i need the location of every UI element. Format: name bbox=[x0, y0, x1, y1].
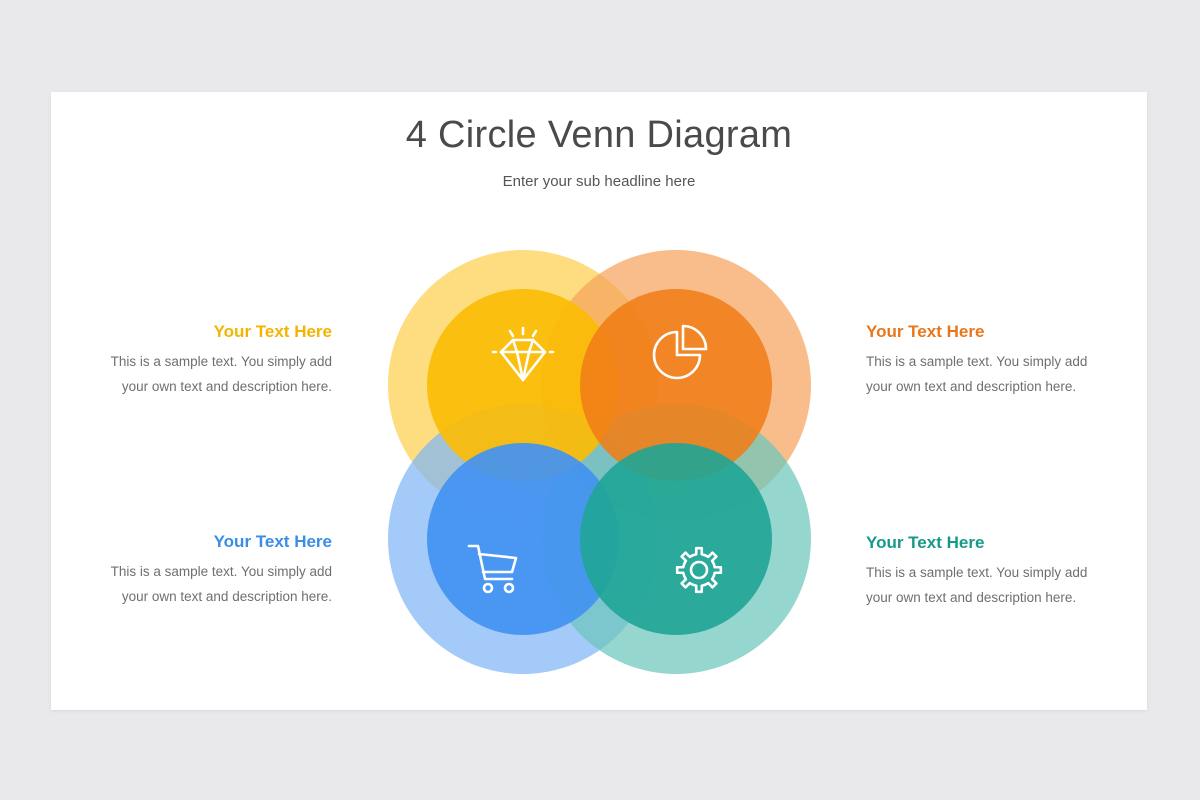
heading-bottom-right: Your Text Here bbox=[866, 533, 985, 552]
description-line-2: your own text and description here. bbox=[866, 379, 1077, 394]
venn-circle-blue-inner bbox=[427, 443, 619, 635]
shopping-cart-icon bbox=[467, 544, 518, 594]
venn-circle-yellow-inner bbox=[427, 289, 619, 481]
text-block-top-left: Your Text Here This is a sample text. Yo… bbox=[72, 322, 332, 399]
diamond-icon bbox=[491, 326, 555, 382]
venn-circle-teal-inner bbox=[580, 443, 772, 635]
description-line-1: This is a sample text. You simply add bbox=[866, 354, 1088, 369]
heading-top-right: Your Text Here bbox=[866, 322, 985, 341]
heading-bottom-left: Your Text Here bbox=[213, 532, 332, 551]
venn-circle-orange-inner bbox=[580, 289, 772, 481]
description-line-1: This is a sample text. You simply add bbox=[110, 564, 332, 579]
text-block-top-right: Your Text Here This is a sample text. Yo… bbox=[866, 322, 1126, 399]
page-title: 4 Circle Venn Diagram bbox=[405, 114, 793, 156]
gear-icon bbox=[675, 546, 723, 594]
venn-diagram bbox=[388, 250, 811, 674]
page-subtitle: Enter your sub headline here bbox=[502, 173, 696, 190]
description-line-1: This is a sample text. You simply add bbox=[866, 565, 1088, 580]
description-line-1: This is a sample text. You simply add bbox=[110, 354, 332, 369]
description-line-2: your own text and description here. bbox=[866, 590, 1077, 605]
slide: 4 Circle Venn Diagram Enter your sub hea… bbox=[51, 92, 1147, 710]
description-line-2: your own text and description here. bbox=[121, 589, 332, 604]
text-block-bottom-right: Your Text Here This is a sample text. Yo… bbox=[866, 533, 1126, 610]
text-block-bottom-left: Your Text Here This is a sample text. Yo… bbox=[72, 532, 332, 609]
pie-chart-icon bbox=[652, 324, 708, 380]
description-line-2: your own text and description here. bbox=[121, 379, 332, 394]
heading-top-left: Your Text Here bbox=[213, 322, 332, 341]
